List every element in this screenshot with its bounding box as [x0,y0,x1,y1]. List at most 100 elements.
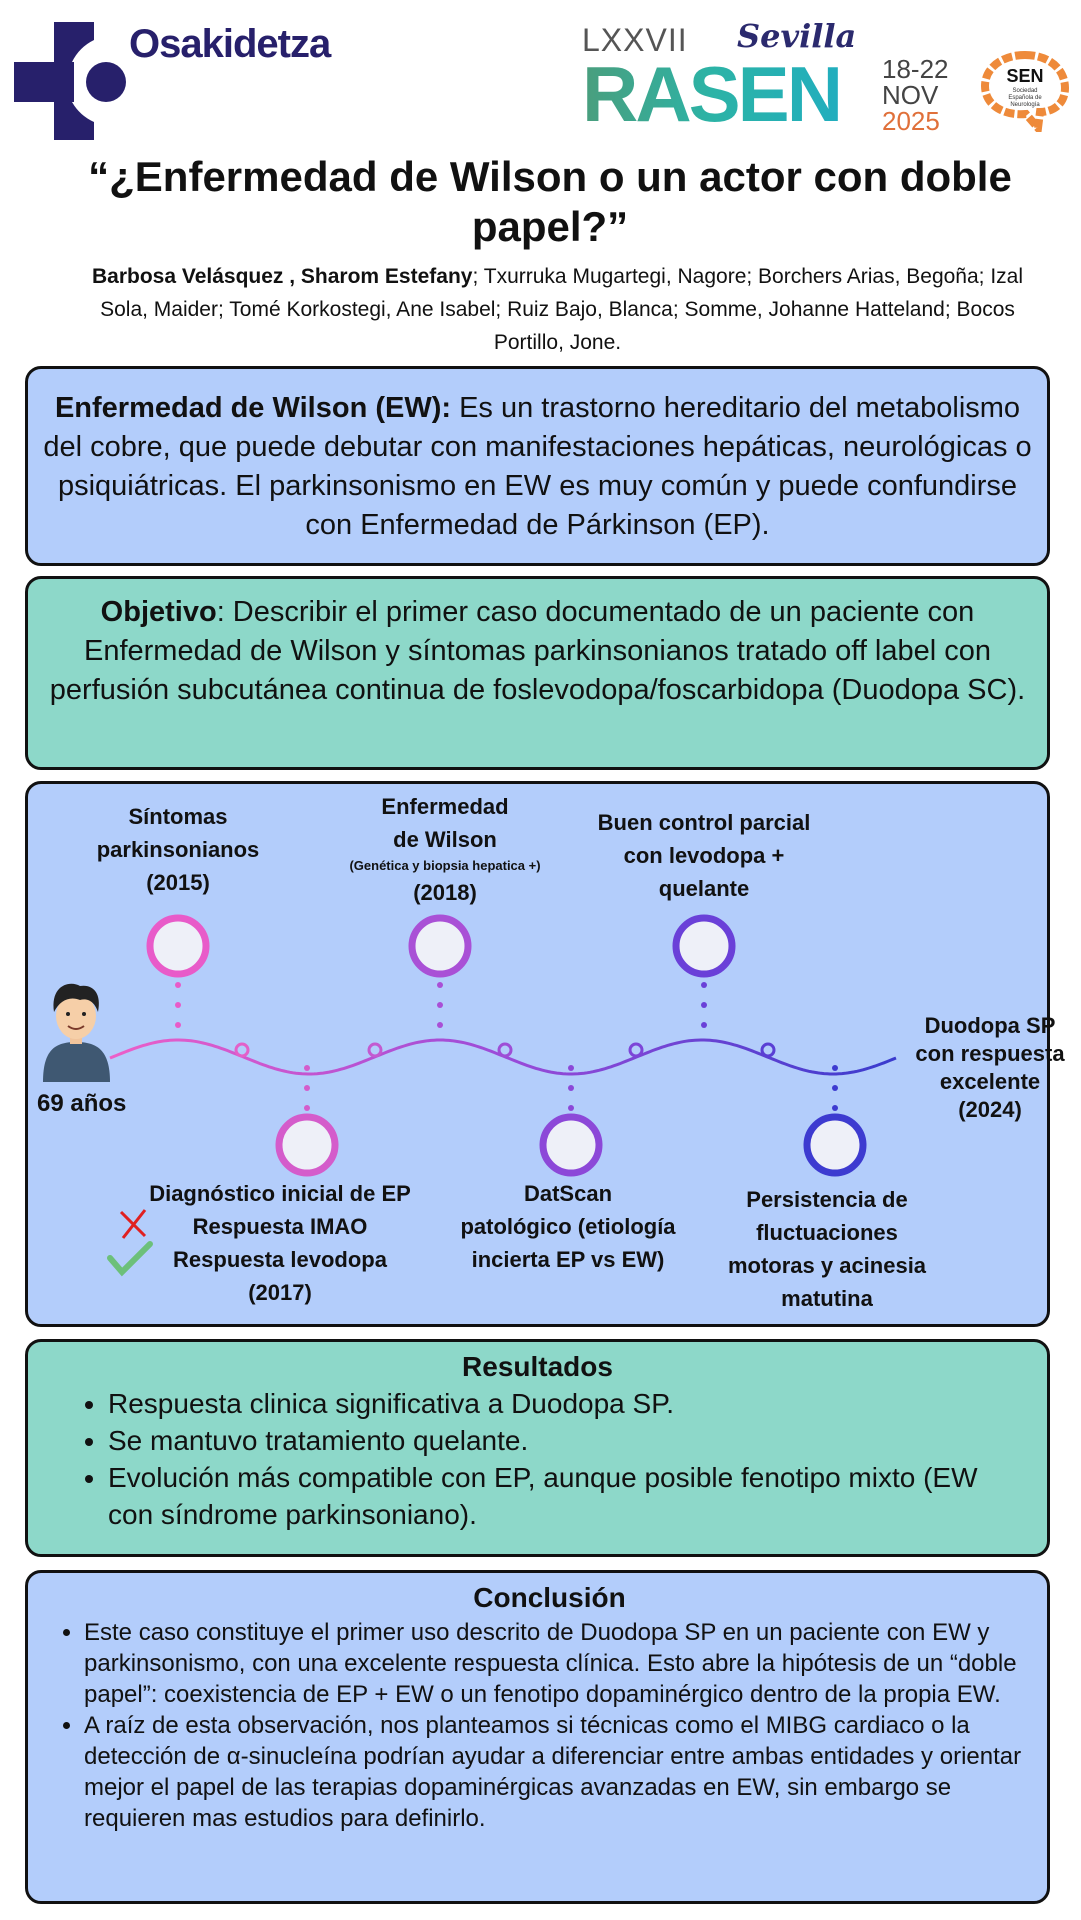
congress-dates: 18-22 [882,54,949,84]
event-line: con levodopa + [623,843,785,868]
event-line: Enfermedad [381,794,509,819]
connector-dot [832,1105,838,1111]
connector-dot [568,1065,574,1071]
connector-dot [304,1065,310,1071]
event-6-label: Persistencia de fluctuaciones motoras y … [728,1183,926,1315]
connector-dot [437,1022,443,1028]
osakidetza-name: Osakidetza [129,22,331,66]
rasen-congress-logo: LXXVII Sevilla RASEN 18-22 NOV 2025 [582,17,952,138]
connector-dot [568,1105,574,1111]
event-line: excelente [939,1069,1041,1094]
connector-dot [701,982,707,988]
event-line: patológico (etiología [460,1214,676,1239]
congress-edition: LXXVII [582,22,688,58]
event-year: (2018) [413,880,477,905]
levodopa-response: Respuesta levodopa [173,1247,387,1272]
intro-term: Enfermedad de Wilson (EW): [54,392,452,424]
event-year: (2015) [146,870,210,895]
intro-box: Enfermedad de Wilson (EW): Es un trastor… [25,366,1050,566]
event-marker-circle [146,914,210,978]
event-marker-circle [672,914,736,978]
end-event-label: Duodopa SP con respuesta excelente (2024… [915,1012,1064,1124]
objective-term: Objetivo [100,596,217,628]
event-line: con respuesta [915,1041,1065,1066]
event-line: fluctuaciones [756,1220,898,1245]
poster-title: “¿Enfermedad de Wilson o un actor con do… [88,153,1012,250]
wave-small-circle [760,1042,776,1058]
patient-avatar-icon [43,983,110,1082]
timeline-box [25,781,1050,1327]
osakidetza-cross-icon [14,22,126,140]
event-4-label: DatScan patológico (etiología incierta E… [460,1177,675,1276]
event-note: (Genética y biopsia hepatica +) [349,858,541,873]
connector-dot [701,1022,707,1028]
check-icon [107,1241,153,1277]
results-item: Respuesta clinica significativa a Duodop… [108,1385,1027,1422]
results-title: Resultados [462,1351,613,1382]
wave-small-circle [628,1042,644,1058]
event-line: Diagnóstico inicial de EP [149,1181,411,1206]
objective-box: Objetivo: Describir el primer caso docum… [25,576,1050,770]
cross-icon [119,1209,147,1239]
wave-small-circle [234,1042,250,1058]
connector-dot [437,1002,443,1008]
event-line: parkinsonianos [96,837,260,862]
intro-text: Es un trastorno hereditario del metaboli… [43,392,1032,541]
event-2-label: Diagnóstico inicial de EP Respuesta IMAO… [149,1177,411,1309]
event-marker-circle [539,1113,603,1177]
wave-small-circle [497,1042,513,1058]
sen-logo: SEN Sociedad Española de Neurología [980,50,1070,138]
event-line: motoras y acinesia [727,1253,927,1278]
congress-year: 2025 [882,106,940,136]
event-5-label: Buen control parcial con levodopa + quel… [598,806,811,905]
connector-dot [437,982,443,988]
main-author: Barbosa Velásquez , Sharom Estefany [91,265,473,288]
wave-small-circle [367,1042,383,1058]
event-line: Persistencia de [746,1187,908,1212]
connector-dot [832,1085,838,1091]
event-line: Buen control parcial [597,810,811,835]
congress-city: Sevilla [737,17,857,55]
conclusion-box: Conclusión Este caso constituye el prime… [25,1570,1050,1904]
connector-dot [701,1002,707,1008]
event-year: (2024) [958,1097,1022,1122]
connector-dot [175,982,181,988]
connector-dot [304,1105,310,1111]
sen-logo-subtext: Sociedad Española de Neurología [1008,88,1042,108]
connector-dot [175,1002,181,1008]
conclusion-list: Este caso constituye el primer uso descr… [58,1617,1041,1834]
event-marker-circle [275,1113,339,1177]
conclusion-title: Conclusión [473,1582,626,1613]
authors: Barbosa Velásquez , Sharom Estefany; Txu… [70,260,1045,359]
brain-icon [980,50,1070,138]
objective-text: : Describir el primer caso documentado d… [49,596,1026,706]
event-1-label: Síntomas parkinsonianos (2015) [97,800,260,899]
connector-dot [175,1022,181,1028]
event-3-label: Enfermedad de Wilson (Genética y biopsia… [349,790,540,909]
congress-name: RASEN [582,50,843,138]
results-item: Se mantuvo tratamiento quelante. [108,1422,1027,1459]
results-list: Respuesta clinica significativa a Duodop… [68,1385,1027,1533]
results-box: Resultados Respuesta clinica significati… [25,1339,1050,1557]
event-line: matutina [781,1286,873,1311]
event-line: Síntomas [128,804,228,829]
event-marker-circle [803,1113,867,1177]
event-line: Duodopa SP [924,1013,1056,1038]
connector-dot [304,1085,310,1091]
co-authors: ; Txurruka Mugartegi, Nagore; Borchers A… [100,265,1024,354]
osakidetza-logo: Osakidetza [14,22,354,140]
event-line: de Wilson [393,827,497,852]
event-line: DatScan [523,1181,613,1206]
event-year: (2017) [248,1280,312,1305]
congress-month: NOV [882,80,939,110]
event-marker-circle [408,914,472,978]
sen-logo-text: SEN [1006,66,1044,86]
results-item: Evolución más compatible con EP, aunque … [108,1459,1027,1533]
age-label: 69 años [37,1090,127,1117]
conclusion-item: Este caso constituye el primer uso descr… [84,1617,1041,1710]
imao-response: Respuesta IMAO [192,1214,368,1239]
event-line: quelante [658,876,750,901]
event-line: incierta EP vs EW) [471,1247,665,1272]
conclusion-item: A raíz de esta observación, nos planteam… [84,1710,1041,1834]
